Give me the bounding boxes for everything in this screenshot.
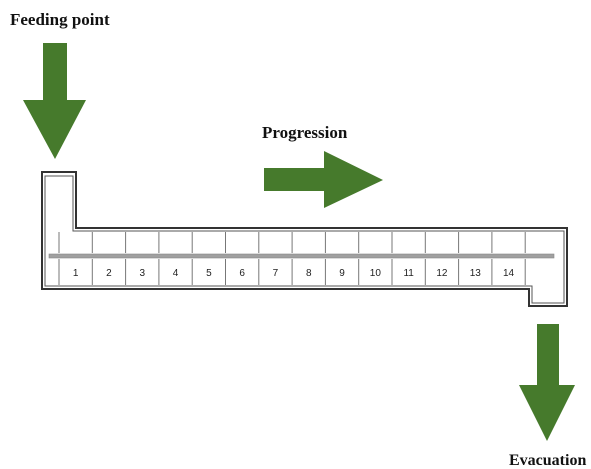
- segment-number: 4: [173, 268, 179, 279]
- progression-label: Progression: [262, 123, 348, 142]
- evacuation-label: Evacuation: [509, 452, 587, 469]
- segment-number: 14: [503, 268, 515, 279]
- segment-number: 8: [306, 268, 312, 279]
- segment-number: 3: [139, 268, 145, 279]
- feeding-arrow-icon: [23, 43, 86, 159]
- segment-number: 2: [106, 268, 112, 279]
- segment-number: 1: [73, 268, 79, 279]
- segment-dividers-top: [58, 232, 526, 253]
- segment-dividers-bottom: [58, 259, 526, 285]
- segment-number: 6: [239, 268, 245, 279]
- segment-number: 7: [273, 268, 279, 279]
- segment-number: 10: [370, 268, 382, 279]
- segment-number: 12: [436, 268, 448, 279]
- evacuation-arrow-icon: [519, 324, 575, 441]
- segment-number: 13: [470, 268, 482, 279]
- progression-arrow-icon: [264, 151, 383, 208]
- segment-number: 9: [339, 268, 345, 279]
- segment-number: 11: [403, 268, 414, 279]
- screw-shaft: [48, 253, 555, 259]
- feeding-point-label: Feeding point: [10, 10, 110, 29]
- conveyor-housing-outer: [41, 171, 568, 307]
- conveyor-housing-inner: [44, 175, 565, 304]
- segment-number: 5: [206, 268, 212, 279]
